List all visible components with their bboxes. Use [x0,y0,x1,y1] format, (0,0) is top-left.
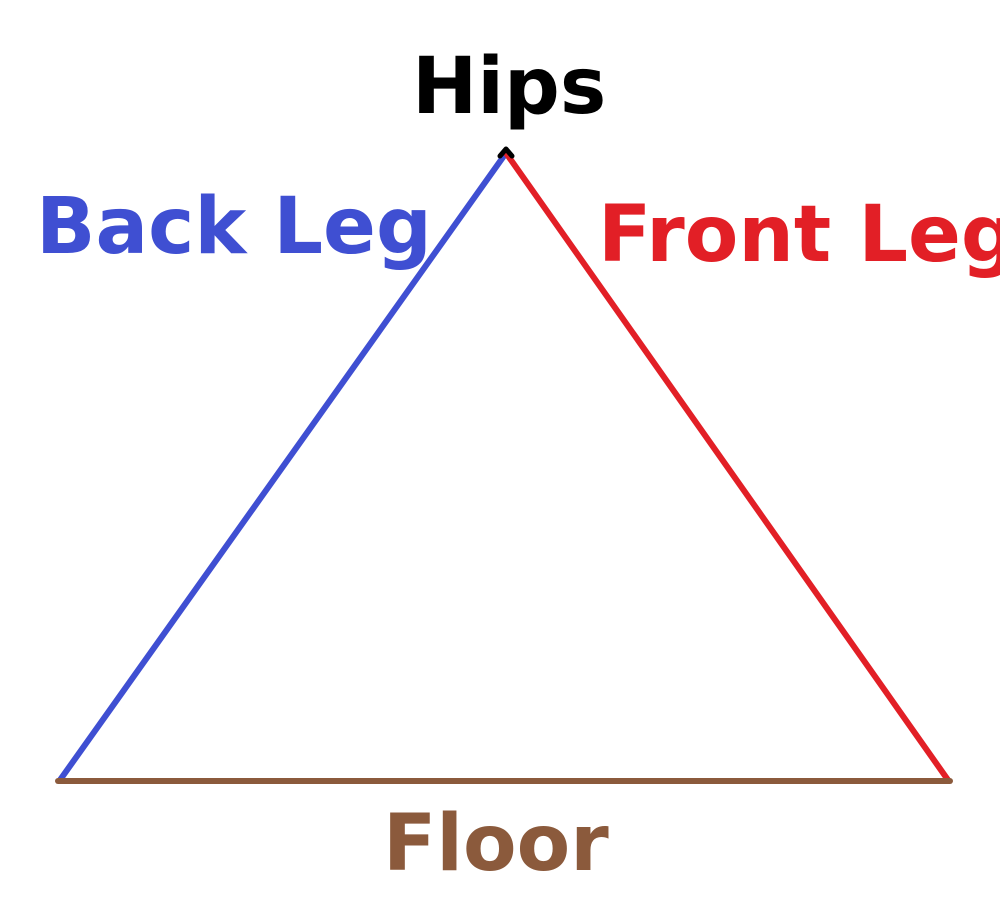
front-leg-label: Front Leg [598,190,1000,280]
front-leg-line [503,150,951,783]
hips-label: Hips [412,42,607,132]
floor-label: Floor [383,799,609,889]
hips-vertex-mark [497,146,515,159]
back-leg-line [57,150,509,783]
back-leg-label: Back Leg [36,182,432,272]
